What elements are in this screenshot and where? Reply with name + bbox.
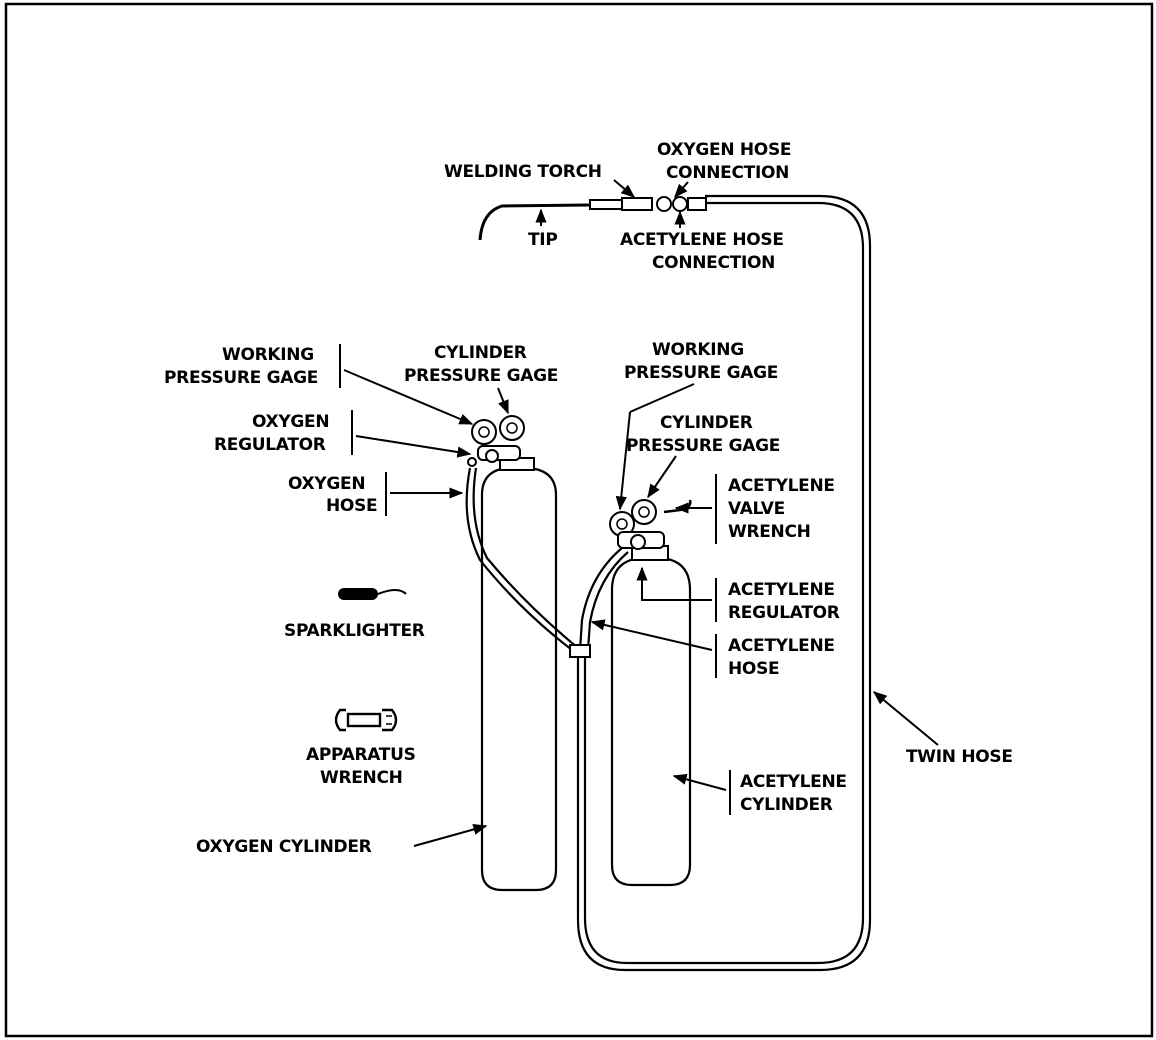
label-cylinder-pressure-gage-left-1: CYLINDER (434, 343, 527, 363)
label-acetylene-regulator-2: REGULATOR (728, 603, 840, 623)
label-working-pressure-gage-left-1: WORKING (222, 345, 314, 365)
label-acetylene-cylinder-1: ACETYLENE (740, 772, 847, 792)
label-working-pressure-gage-right-2: PRESSURE GAGE (624, 363, 778, 383)
oxygen-cylinder-gage-icon (499, 415, 525, 441)
torch-tip (478, 203, 591, 241)
label-acetylene-valve-wrench-3: WRENCH (728, 522, 811, 542)
label-sparklighter: SPARKLIGHTER (284, 621, 425, 641)
label-cylinder-pressure-gage-left-2: PRESSURE GAGE (404, 366, 558, 386)
oxygen-hose (465, 467, 573, 651)
label-acetylene-regulator-1: ACETYLENE (728, 580, 835, 600)
acetylene-valve-wrench-icon (663, 499, 692, 514)
label-acetylene-valve-wrench-2: VALVE (728, 499, 785, 519)
welding-torch (478, 196, 707, 241)
label-tip: TIP (528, 230, 557, 250)
oxygen-cylinder (480, 457, 558, 892)
acetylene-cylinder-gage-icon (631, 499, 657, 525)
twin-hose (576, 194, 872, 972)
label-apparatus-wrench-1: APPARATUS (306, 745, 416, 765)
label-working-pressure-gage-right-1: WORKING (652, 340, 744, 360)
label-twin-hose: TWIN HOSE (906, 747, 1013, 767)
oxygen-working-gage-icon (471, 419, 497, 445)
label-acetylene-hose-1: ACETYLENE (728, 636, 835, 656)
label-acetylene-cylinder-2: CYLINDER (740, 795, 833, 815)
sparklighter-icon (338, 588, 407, 600)
label-oxygen-hose-connection-2: CONNECTION (666, 163, 789, 183)
label-oxygen-regulator-1: OXYGEN (252, 412, 329, 432)
acetylene-regulator-assembly (609, 499, 692, 550)
label-acetylene-hose-connection-2: CONNECTION (652, 253, 775, 273)
label-oxygen-hose-1: OXYGEN (288, 474, 365, 494)
label-acetylene-valve-wrench-1: ACETYLENE (728, 476, 835, 496)
acetylene-cylinder (610, 545, 692, 887)
acetylene-hose (578, 547, 623, 651)
label-working-pressure-gage-left-2: PRESSURE GAGE (164, 368, 318, 388)
label-cylinder-pressure-gage-right-2: PRESSURE GAGE (626, 436, 780, 456)
label-oxygen-regulator-2: REGULATOR (214, 435, 326, 455)
oxygen-regulator-assembly (467, 415, 525, 467)
label-oxygen-hose-2: HOSE (326, 496, 377, 516)
label-oxygen-cylinder: OXYGEN CYLINDER (196, 837, 372, 857)
label-acetylene-hose-connection-1: ACETYLENE HOSE (620, 230, 784, 250)
diagram-frame (4, 2, 1154, 1038)
label-apparatus-wrench-2: WRENCH (320, 768, 403, 788)
label-welding-torch: WELDING TORCH (444, 162, 602, 182)
label-cylinder-pressure-gage-right-1: CYLINDER (660, 413, 753, 433)
apparatus-wrench-icon (334, 708, 398, 732)
label-oxygen-hose-connection-1: OXYGEN HOSE (657, 140, 791, 160)
label-acetylene-hose-2: HOSE (728, 659, 779, 679)
